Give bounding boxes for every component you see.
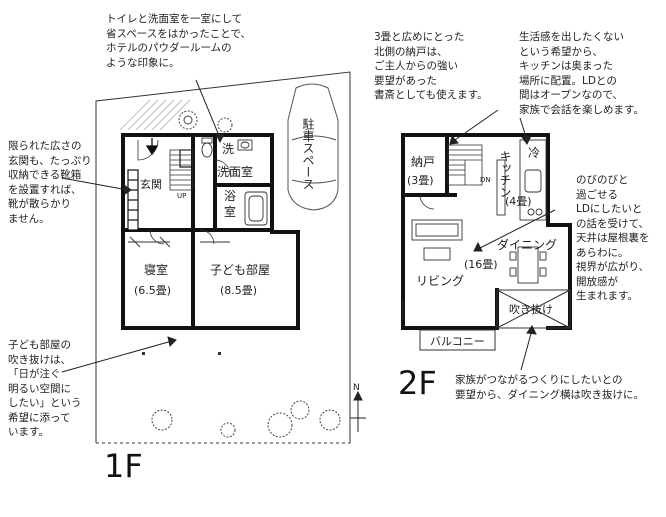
- note-kids-void: 子ども部屋の 吹き抜けは、 「日が注ぐ 明るい空間に したい」という 希望に添っ…: [8, 339, 82, 438]
- note-toilet: トイレと洗面室を一室にして 省スペースをはかったことで、 ホテルのパウダールーム…: [106, 13, 252, 69]
- label-entrance: 玄関: [140, 177, 162, 191]
- living-furniture: [411, 219, 547, 284]
- label-storage-size: (3畳): [407, 174, 434, 187]
- kitchen-counter: [496, 139, 547, 221]
- label-dining: ダイニング: [497, 237, 557, 252]
- doors-2f: [402, 194, 435, 320]
- label-kids-room-size: (8.5畳): [220, 284, 257, 297]
- walls-2f: [401, 133, 572, 330]
- label-storage: 納戸: [411, 155, 435, 169]
- note-storage: 3畳と広めにとった 北側の納戸は、 ご主人からの強い 要望があった 書斎としても…: [374, 31, 488, 101]
- note-ceiling: のびのびと 過ごせる LDにしたいと の話を受けて、 天井は屋根裏を あらわに。…: [576, 174, 650, 302]
- note-kitchen: 生活感を出したくない という希望から、 キッチンは奥まった 場所に配置。LDとの…: [519, 31, 644, 116]
- column-marks: [142, 352, 221, 355]
- site-hatch: [119, 99, 191, 131]
- label-ld-size: (16畳): [464, 258, 498, 271]
- balcony: [419, 329, 496, 351]
- label-parking: 駐車スペース: [301, 117, 315, 190]
- label-bath-2: 室: [224, 204, 236, 219]
- site-boundary-1f: [95, 71, 351, 444]
- note-dining-void: 家族がつながるつくりにしたいとの 要望から、ダイニング横は吹き抜けに。: [455, 374, 644, 401]
- leader-lines: [61, 79, 556, 373]
- label-up: UP: [177, 192, 186, 200]
- toilet-fixture: [201, 137, 253, 158]
- label-void: 吹き抜け: [509, 302, 553, 316]
- compass: [350, 390, 366, 432]
- compass-north-label: N: [353, 383, 360, 393]
- car-outline: [287, 83, 339, 211]
- bathtub: [244, 191, 268, 226]
- label-fridge: 冷: [528, 146, 540, 160]
- label-living: リビング: [416, 274, 464, 288]
- label-kitchen-size: (4畳): [505, 195, 532, 208]
- trees-decoration: [151, 110, 341, 438]
- doors-1f: [137, 139, 231, 245]
- note-entrance: 限られた広さの 玄関も、たっぷり 収納できる靴箱 を設置すれば、 靴が散らかり …: [8, 140, 92, 225]
- walls-1f: [121, 133, 300, 330]
- entrance-arrow: [145, 138, 159, 156]
- floor-label-1f: 1F: [104, 447, 143, 485]
- label-toilet: 洗: [222, 142, 234, 156]
- label-kids-room: 子ども部屋: [210, 262, 270, 277]
- stairs-2f: [447, 144, 483, 186]
- label-bath-1: 浴: [224, 189, 236, 203]
- stairs-1f: [169, 149, 194, 191]
- label-bedroom: 寝室: [144, 262, 168, 277]
- closets-1f: [128, 236, 230, 248]
- label-dn: DN: [480, 176, 491, 184]
- label-balcony: バルコニー: [430, 335, 485, 348]
- floor-label-2f: 2F: [398, 364, 437, 402]
- label-washroom: 洗面室: [217, 164, 253, 179]
- label-kitchen: キッチン: [498, 150, 512, 198]
- label-bedroom-size: (6.5畳): [134, 284, 171, 297]
